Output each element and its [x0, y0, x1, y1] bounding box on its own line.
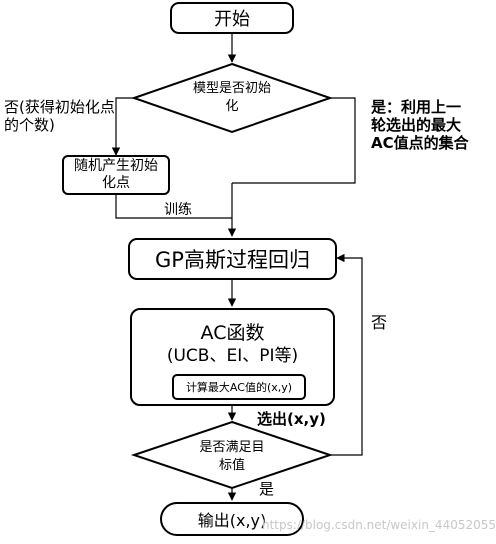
decision-goal-label: 是否满足目标值 [199, 440, 265, 473]
random-init-label: 随机产生初始化点 [74, 157, 158, 192]
edge-select-xy-label: 选出(x,y) [257, 410, 326, 428]
random-init-process: 随机产生初始化点 [62, 155, 170, 195]
ac-max-label: 计算最大AC值的(x,y) [185, 381, 293, 394]
decision-model-diamond [130, 62, 334, 134]
ac-max-inner-box: 计算最大AC值的(x,y) [172, 374, 306, 400]
start-terminal: 开始 [170, 2, 294, 34]
ac-function-examples: (UCB、EI、PI等) [166, 345, 299, 366]
edge-yes-prev-label: 是：利用上一轮选出的最大AC值点的集合 [371, 98, 469, 152]
edge-no-goal-label: 否 [371, 313, 388, 332]
ac-function-title: AC函数 [200, 322, 265, 344]
gp-regression-process: GP高斯过程回归 [128, 238, 337, 280]
edge-train-label: 训练 [164, 202, 192, 218]
start-label: 开始 [214, 9, 250, 30]
decision-model-label: 模型是否初始化 [192, 81, 271, 114]
output-terminal: 输出(x,y) [160, 502, 304, 536]
output-label: 输出(x,y) [197, 511, 267, 530]
edge-no-init-label: 否(获得初始化点的个数) [4, 98, 115, 134]
watermark-text: https://blog.csdn.net/weixin_44052055 [262, 518, 496, 532]
gp-regression-label: GP高斯过程回归 [155, 248, 310, 272]
edge-yes-goal-label: 是 [259, 480, 275, 498]
